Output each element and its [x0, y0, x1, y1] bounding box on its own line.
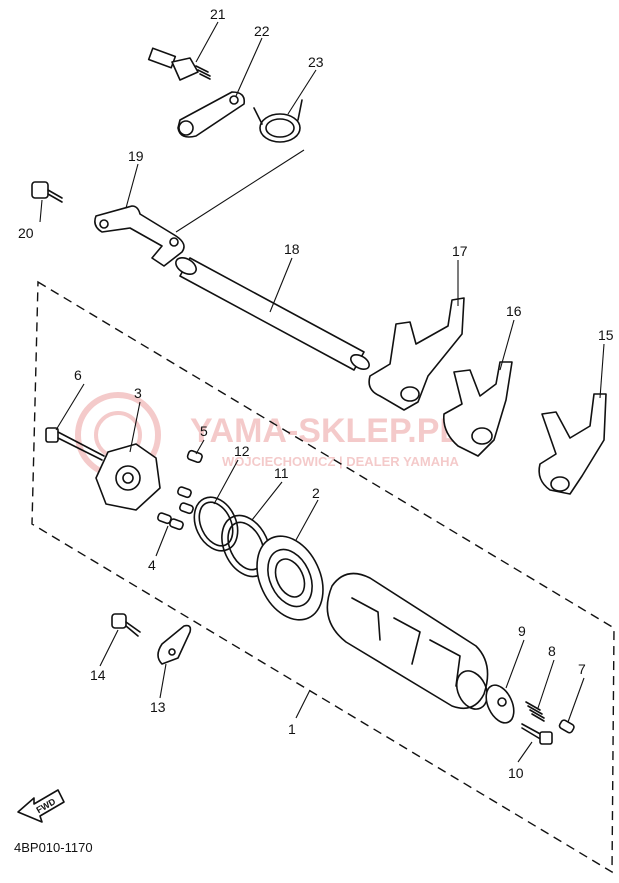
part-19-arm[interactable]	[94, 205, 185, 267]
watermark-subtitle: WOJCIECHOWICZ | DEALER YAMAHA	[222, 454, 460, 469]
callout-16: 16	[506, 303, 522, 319]
callout-21: 21	[210, 6, 226, 22]
assembly-boundary	[31, 280, 615, 874]
part-5-pin[interactable]	[186, 449, 203, 464]
callout-19: 19	[128, 148, 144, 164]
part-20-bolt[interactable]	[31, 181, 63, 203]
part-8-spring[interactable]	[525, 701, 545, 722]
callout-5: 5	[200, 423, 208, 439]
part-17-shift-fork[interactable]	[368, 297, 465, 411]
part-10-bolt[interactable]	[521, 723, 553, 745]
callout-4: 4	[148, 557, 156, 573]
fwd-arrow-icon: FWD	[17, 789, 65, 823]
diagram-code: 4BP010-1170	[14, 840, 93, 855]
callout-labels: 21 22 23 19 20 18 17 16 15 6 3 5 12 11 2…	[18, 6, 614, 781]
part-18-shaft[interactable]	[173, 254, 372, 372]
part-4-pins[interactable]	[157, 486, 194, 531]
part-1-shift-drum[interactable]	[326, 572, 493, 715]
part-3-segment[interactable]	[95, 443, 161, 511]
callout-20: 20	[18, 225, 34, 241]
callout-13: 13	[150, 699, 166, 715]
part-14-bolt[interactable]	[111, 613, 141, 637]
part-13-stopper[interactable]	[157, 624, 192, 665]
callout-14: 14	[90, 667, 106, 683]
part-6-bolt[interactable]	[45, 427, 105, 461]
callout-22: 22	[254, 23, 270, 39]
part-15-shift-fork[interactable]	[538, 393, 607, 495]
callout-8: 8	[548, 643, 556, 659]
callout-7: 7	[578, 661, 586, 677]
callout-2: 2	[312, 485, 320, 501]
part-9-washer[interactable]	[481, 681, 520, 727]
part-16-shift-fork[interactable]	[442, 361, 513, 457]
watermark-title: YAMA-SKLEP.PL	[190, 412, 460, 450]
part-2-bearing[interactable]	[244, 525, 336, 630]
part-22-lever[interactable]	[177, 91, 246, 138]
callout-11: 11	[274, 465, 289, 481]
callout-23: 23	[308, 54, 324, 70]
callout-12: 12	[234, 443, 250, 459]
callout-1: 1	[288, 721, 296, 737]
callout-10: 10	[508, 765, 524, 781]
part-23-spring[interactable]	[253, 99, 303, 143]
callout-9: 9	[518, 623, 526, 639]
part-21-bolt[interactable]	[147, 47, 211, 81]
part-7-pin[interactable]	[558, 719, 575, 734]
callout-15: 15	[598, 327, 614, 343]
watermark: YAMA-SKLEP.PL WOJCIECHOWICZ | DEALER YAM…	[75, 392, 460, 478]
callout-6: 6	[74, 367, 82, 383]
callout-18: 18	[284, 241, 300, 257]
leader-lines	[39, 21, 605, 763]
callout-17: 17	[452, 243, 468, 259]
callout-3: 3	[134, 385, 142, 401]
